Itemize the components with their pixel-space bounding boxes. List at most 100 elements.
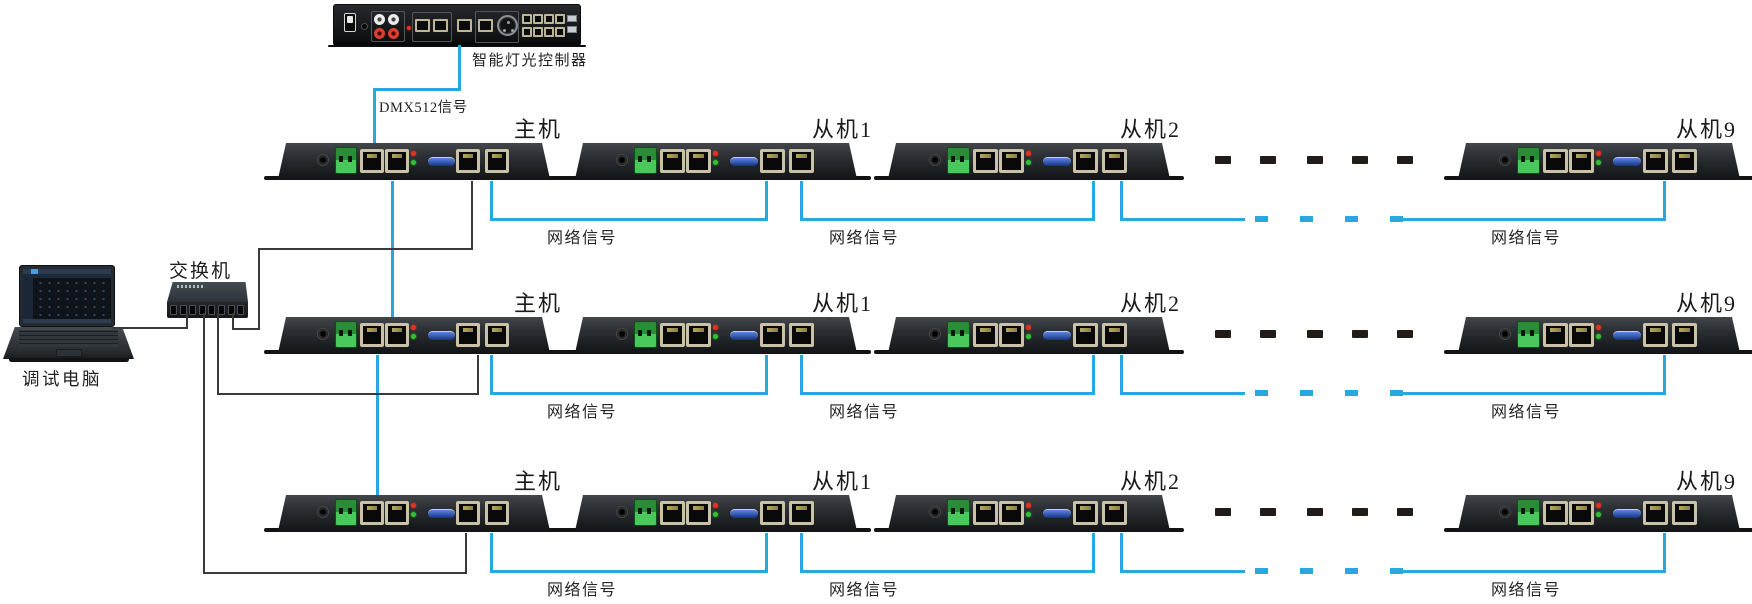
switch-port [170,305,177,315]
device-continuation-dash [1307,156,1323,164]
status-led-red [1596,151,1601,156]
port-pins [1650,154,1661,158]
laptop-screen [19,265,115,327]
eth-port [385,323,409,347]
device-label-slave9-row-1: 从机9 [1675,117,1737,142]
eth-port [973,149,998,173]
device-master-row-3 [278,495,550,531]
terminal-hole [960,156,964,162]
ethernet-cable [477,355,479,393]
network-signal-label: 网络信号 [1490,404,1561,421]
rca-jack-white [374,14,385,25]
dmx-terminal-block [634,321,657,348]
device-continuation-dash [1397,156,1413,164]
network-signal-cable [1663,355,1666,395]
dmx-terminal-block [634,499,657,526]
terminal-hole [1530,156,1534,162]
sd-card-slot [1613,509,1641,518]
switch-port [237,305,244,315]
port-pins [392,154,403,158]
sd-card-slot [730,157,758,166]
cable-continuation-dash [1345,568,1358,574]
eth-port [485,149,509,173]
network-signal-cable [490,218,765,221]
dmx-cable [373,88,376,143]
eth-port [1569,501,1594,525]
device-slave1-row-2 [575,317,857,353]
status-led-green [411,512,416,517]
device-continuation-dash [1260,156,1276,164]
network-signal-cable [1120,181,1123,221]
network-signal-cable [800,355,803,395]
network-signal-cable [1403,570,1663,573]
power-jack [929,328,941,340]
eth-port [1543,149,1568,173]
network-signal-label: 网络信号 [828,230,899,247]
ethernet-cable [112,327,188,329]
dmx-terminal-block [947,321,970,348]
terminal-hole [951,330,955,336]
network-signal-cable [1092,181,1095,221]
device-slave9-row-3 [1458,495,1740,531]
network-signal-cable [1120,533,1123,573]
laptop-trackpad [56,349,82,357]
cable-continuation-dash [1390,390,1403,396]
network-signal-cable [490,533,493,573]
status-led-red [1596,325,1601,330]
eth-port [456,323,480,347]
network-switch-device [167,282,248,318]
eth-port [1543,501,1568,525]
eth-port [1672,149,1697,173]
terminal-hole [339,508,343,514]
xlr-pin [511,29,514,32]
port-pins [796,328,807,332]
cable-continuation-dash [1390,216,1403,222]
network-signal-cable [800,533,803,573]
eth-port [433,19,448,32]
app-titlebar [23,269,111,274]
xlr-pin [503,29,506,32]
app-menubar [23,274,111,278]
port-pins [1576,328,1587,332]
device-slave2-row-1 [888,143,1170,179]
eth-port [456,149,480,173]
usb-port [567,26,577,33]
device-label-slave1-row-2: 从机1 [811,291,873,316]
switch-front [167,302,248,318]
cable-continuation-dash [1300,216,1313,222]
eth-port [1672,323,1697,347]
ethernet-cable [258,248,473,250]
eth-port [385,501,409,525]
network-signal-cable [1120,355,1123,395]
device-continuation-dash [1215,156,1231,164]
power-jack [616,506,628,518]
terminal-hole [647,330,651,336]
eth-port [1073,149,1098,173]
device-master-row-2 [278,317,550,353]
network-signal-label: 网络信号 [546,582,617,599]
terminal-hole [647,508,651,514]
dmx-terminal-block [335,499,357,526]
terminal-hole [339,330,343,336]
eth-port [789,501,814,525]
status-led-red [713,325,718,330]
eth-port [478,19,493,32]
device-continuation-dash [1397,508,1413,516]
network-signal-cable [490,570,765,573]
dmx-terminal-block [1517,499,1540,526]
device-slave9-row-2 [1458,317,1740,353]
port-pins [767,154,778,158]
device-slave9-row-1 [1458,143,1740,179]
ethernet-cable [258,248,260,330]
dmx-signal-label: DMX512信号 [379,100,468,116]
eth-port [973,501,998,525]
eth-port [1102,323,1127,347]
port-pins [1550,506,1561,510]
device-continuation-dash [1307,508,1323,516]
laptop-screen-content [23,269,111,323]
power-switch-rocker [347,16,353,23]
device-label-master-row-2: 主机 [513,291,562,316]
network-signal-cable [1120,570,1245,573]
eth-port [555,27,565,37]
terminal-hole [348,508,352,514]
